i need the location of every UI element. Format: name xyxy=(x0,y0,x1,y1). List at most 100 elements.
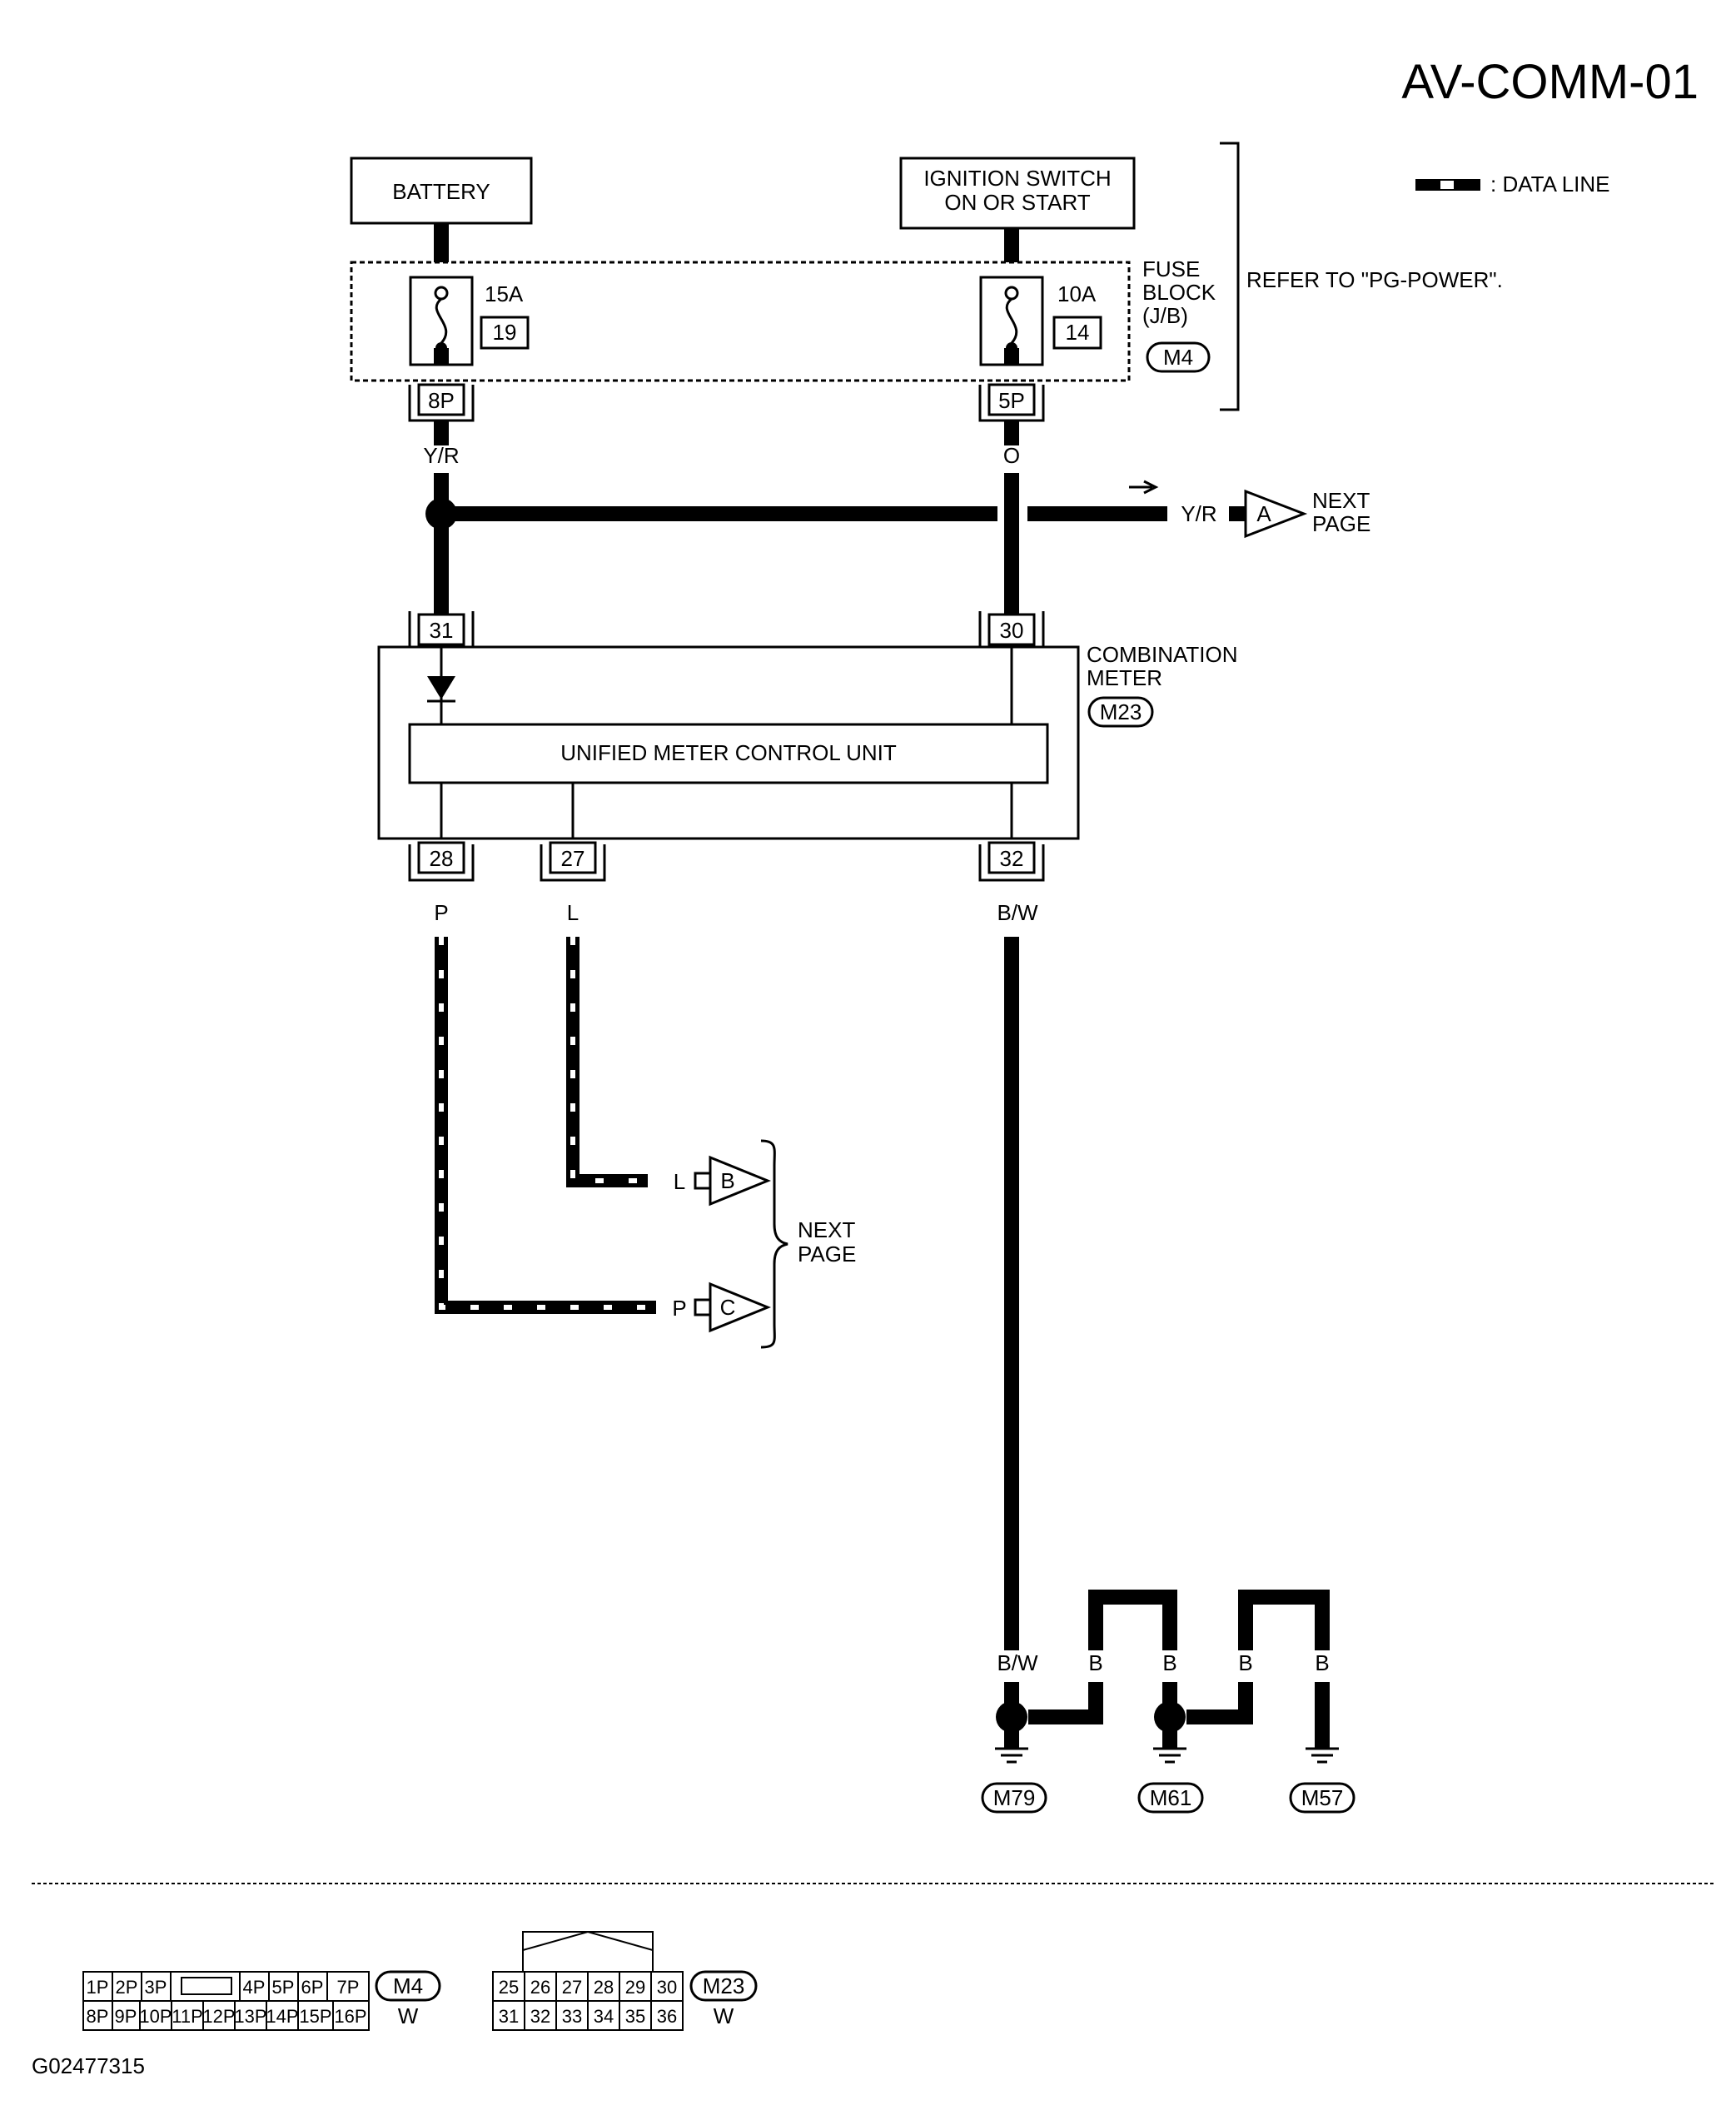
svg-text:6P: 6P xyxy=(301,1977,324,1998)
svg-text:8P: 8P xyxy=(87,2006,109,2027)
combination-meter-connector-label: M23 xyxy=(1100,699,1142,724)
wire-color-splice-out: Y/R xyxy=(1181,501,1216,526)
svg-text:15P: 15P xyxy=(299,2006,331,2027)
unified-meter-control-unit xyxy=(408,723,1049,784)
wire-color-pin32: B/W xyxy=(997,900,1038,925)
next-page-bracket xyxy=(760,1139,788,1349)
svg-text:33: 33 xyxy=(562,2006,582,2027)
svg-text:13P: 13P xyxy=(234,2006,266,2027)
arrow-right-icon xyxy=(1129,480,1159,495)
next-page-a-1: NEXT xyxy=(1312,488,1370,513)
data-line-p xyxy=(435,937,656,1314)
svg-text:16P: 16P xyxy=(334,2006,366,2027)
svg-text:25: 25 xyxy=(499,1977,519,1998)
offpage-label-b: B xyxy=(720,1168,734,1193)
svg-text:5P: 5P xyxy=(998,388,1025,413)
svg-text:1P: 1P xyxy=(87,1977,109,1998)
svg-text:29: 29 xyxy=(625,1977,645,1998)
fuse-15a xyxy=(409,276,474,366)
svg-text:31: 31 xyxy=(499,2006,519,2027)
svg-text:35: 35 xyxy=(625,2006,645,2027)
fuse-block-label-2: BLOCK xyxy=(1142,280,1216,305)
ground-badge-m57 xyxy=(1289,1782,1355,1814)
offpage-connector-c xyxy=(709,1281,771,1333)
svg-text:8P: 8P xyxy=(428,388,455,413)
offpage-connector-b xyxy=(709,1155,771,1207)
fuse-rating-1: 15A xyxy=(485,281,524,306)
combination-meter-label-1: COMBINATION xyxy=(1087,642,1238,667)
unified-meter-control-unit-label: UNIFIED METER CONTROL UNIT xyxy=(560,740,897,765)
terminal-32: 32 xyxy=(978,841,1045,882)
ground-label-m57: M57 xyxy=(1301,1785,1344,1810)
wire-color-pin27: L xyxy=(567,900,579,925)
svg-text:34: 34 xyxy=(594,2006,614,2027)
next-page-bc-2: PAGE xyxy=(798,1242,856,1267)
next-page-bc-1: NEXT xyxy=(798,1217,855,1242)
fuse-number-box-1 xyxy=(480,316,530,350)
ground-badge-m79 xyxy=(981,1782,1047,1814)
terminal-28: 28 xyxy=(408,841,475,882)
figure-id: G02477315 xyxy=(32,2053,145,2078)
connector-face-m23: 25 26 27 28 29 30 31 32 33 34 35 36 xyxy=(492,1930,684,2031)
ignition-switch-label-2: ON OR START xyxy=(944,190,1090,215)
refer-note: REFER TO "PG-POWER". xyxy=(1246,267,1503,292)
wire-color-to-b: L xyxy=(674,1169,685,1194)
svg-text:2P: 2P xyxy=(116,1977,138,1998)
svg-text:32: 32 xyxy=(1000,846,1024,871)
terminal-30: 30 xyxy=(978,611,1045,649)
ground-icon xyxy=(995,1747,1028,1764)
fuse-number-box-2 xyxy=(1052,316,1102,350)
svg-text:30: 30 xyxy=(1000,618,1024,643)
ground-label-m79: M79 xyxy=(993,1785,1036,1810)
next-page-a-2: PAGE xyxy=(1312,511,1370,536)
svg-text:31: 31 xyxy=(430,618,454,643)
svg-text:28: 28 xyxy=(594,1977,614,1998)
combination-meter-connector-badge xyxy=(1087,696,1154,728)
wire-color-pin28: P xyxy=(434,900,448,925)
fuse-block-label-3: (J/B) xyxy=(1142,303,1188,328)
data-line-legend: : DATA LINE xyxy=(1415,172,1610,197)
offpage-connector-a xyxy=(1244,489,1308,539)
battery-label: BATTERY xyxy=(392,179,490,204)
wire-color-to-c: P xyxy=(672,1296,686,1321)
fuse-number-1: 19 xyxy=(493,320,517,345)
svg-text:32: 32 xyxy=(530,2006,550,2027)
ground-badge-m61 xyxy=(1137,1782,1204,1814)
fuse-number-2: 14 xyxy=(1066,320,1090,345)
svg-text:28: 28 xyxy=(430,846,454,871)
fuse-10a xyxy=(979,276,1044,366)
terminal-31: 31 xyxy=(408,611,475,649)
wire-color-ground-b-4: B xyxy=(1315,1650,1329,1675)
ground-icon xyxy=(1306,1747,1339,1764)
wire-color-ignition-out: O xyxy=(1003,443,1020,468)
fuse-block-connector-badge xyxy=(1146,341,1211,373)
connector-face-m23-color: W xyxy=(714,2003,734,2028)
page-code: AV-COMM-01 xyxy=(1401,55,1699,109)
terminal-27: 27 xyxy=(540,841,606,882)
svg-text:14P: 14P xyxy=(266,2006,298,2027)
connector-face-m4: 1P 2P 3P 4P 5P 6P 7P 8P 9P 10P 11P 12P 1… xyxy=(82,1971,370,2031)
connector-face-m23-name: M23 xyxy=(703,1973,745,1998)
data-line-legend-label: : DATA LINE xyxy=(1490,172,1610,197)
diode-icon xyxy=(427,676,455,699)
terminal-8p: 8P xyxy=(408,383,475,422)
splice-ground-2 xyxy=(1154,1701,1186,1733)
ignition-switch-box xyxy=(899,157,1136,230)
svg-text:12P: 12P xyxy=(202,2006,235,2027)
fuse-rating-2: 10A xyxy=(1057,281,1097,306)
offpage-label-c: C xyxy=(720,1295,736,1320)
ground-icon xyxy=(1153,1747,1186,1764)
fuse-block-connector-label: M4 xyxy=(1163,345,1193,370)
fuse-block-label-1: FUSE xyxy=(1142,256,1200,281)
svg-text:5P: 5P xyxy=(272,1977,295,1998)
svg-text:3P: 3P xyxy=(145,1977,167,1998)
wire-color-ground-b-2: B xyxy=(1162,1650,1176,1675)
svg-text:11P: 11P xyxy=(172,2006,203,2027)
svg-text:30: 30 xyxy=(657,1977,677,1998)
connector-face-m23-badge xyxy=(689,1970,758,2002)
svg-text:27: 27 xyxy=(562,1977,582,1998)
svg-text:26: 26 xyxy=(530,1977,550,1998)
wire-color-battery-out: Y/R xyxy=(423,443,459,468)
splice-ground-1 xyxy=(996,1701,1027,1733)
